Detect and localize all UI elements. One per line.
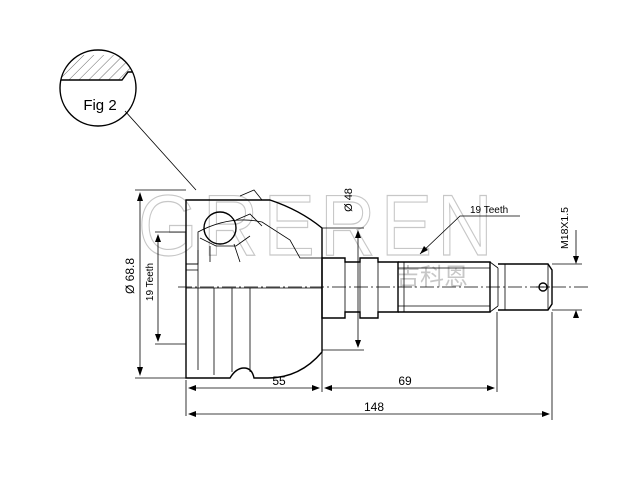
dim-inner-teeth: 19 Teeth <box>145 231 186 345</box>
bell-diameter-label: Ø 48 <box>343 188 355 212</box>
dim-bell-diameter: Ø 48 <box>322 188 364 351</box>
inner-teeth-label: 19 Teeth <box>145 263 156 301</box>
fig2-callout: Fig 2 <box>59 49 197 191</box>
thread-label: M18X1.5 <box>559 207 571 249</box>
fig2-label: Fig 2 <box>83 97 116 114</box>
dim-total-length: 148 <box>188 312 553 420</box>
watermark: GREREN 吉科恩 <box>137 177 498 291</box>
watermark-latin: GREREN <box>138 178 498 274</box>
total-length-label: 148 <box>364 400 384 414</box>
outer-race-body <box>185 189 323 379</box>
dim-outer-diameter: Ø 68.8 <box>123 189 186 379</box>
dim-thread: M18X1.5 <box>552 207 582 318</box>
length-b-label: 69 <box>398 374 412 388</box>
outer-diameter-label: Ø 68.8 <box>123 258 137 294</box>
dim-shaft-teeth: 19 Teeth <box>419 205 520 255</box>
ball-circle <box>203 211 237 245</box>
length-a-label: 55 <box>272 374 286 388</box>
callout-leader-line <box>124 110 197 191</box>
dim-length-segments: 55 69 <box>185 312 498 416</box>
shaft-teeth-label: 19 Teeth <box>470 205 508 216</box>
